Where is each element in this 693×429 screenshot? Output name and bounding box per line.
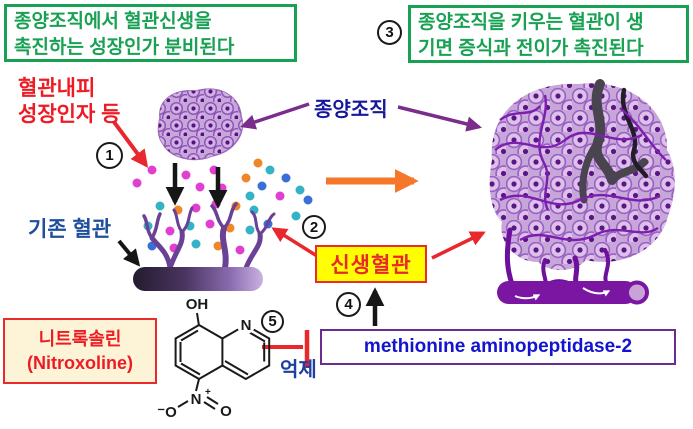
tumor-label-arrow-left — [240, 102, 310, 130]
ring-nitrogen-label: N — [241, 317, 252, 334]
step-3-badge: 3 — [377, 20, 402, 45]
callout-line: 기면 증식과 전이가 촉진된다 — [418, 38, 644, 59]
tumor-label-arrow-right — [397, 105, 482, 132]
oxygen-right-label: O — [220, 403, 232, 420]
step-number: 4 — [344, 296, 353, 313]
existing-vessel-tube — [133, 267, 263, 291]
arrows — [112, 102, 486, 368]
callout-line: 종양조직에서 혈관신생을 — [14, 11, 212, 32]
step-5-badge: 5 — [261, 310, 284, 333]
sprouting-vessels-illustration — [133, 202, 276, 291]
tumor-tissue-label: 종양조직 — [314, 99, 388, 121]
small-tumor-illustration — [157, 88, 244, 161]
callout-line: 종양조직을 키우는 혈관이 생 — [418, 12, 644, 33]
existing-vessel-arrow — [117, 239, 141, 267]
step-1-badge: 1 — [96, 142, 123, 169]
dark-vessel-branch — [579, 79, 648, 204]
callout-tumor-growth: 종양조직을 키우는 혈관이 생 기면 증식과 전이가 촉진된다 — [408, 5, 689, 63]
existing-vessel-label: 기존 혈관 — [28, 218, 112, 241]
tumor-capillaries — [494, 94, 667, 242]
inhibition-label: 억제 — [280, 359, 317, 381]
hydroxyl-label: OH — [186, 296, 209, 313]
step-number: 3 — [385, 24, 394, 41]
step-4-badge: 4 — [336, 292, 361, 317]
new-vessel-box: 신생혈관 — [315, 245, 427, 283]
growth-factor-line1: 혈관내피 — [18, 77, 96, 100]
nitroxoline-english-name: (Nitroxoline) — [27, 353, 133, 373]
nitroxoline-korean-name: 니트록솔린 — [38, 328, 122, 349]
nitro-charge-label: + — [205, 387, 211, 398]
callout-growth-factor-secretion: 종양조직에서 혈관신생을 촉진하는 성장인가 분비된다 — [4, 4, 297, 62]
newvessel-to-tumor-arrow — [431, 231, 486, 260]
nitro-nitrogen-label: N — [191, 391, 202, 408]
callout-line: 촉진하는 성장인가 분비된다 — [14, 37, 235, 58]
host-vessel-tube — [497, 281, 637, 304]
step-number: 2 — [309, 218, 319, 236]
step-number: 5 — [268, 313, 277, 330]
step-2-badge: 2 — [302, 215, 326, 239]
growth-factor-label: 혈관내피 성장인자 등 — [18, 76, 120, 128]
oxygen-left-label: ⁻O — [157, 404, 177, 421]
metap2-box: methionine aminopeptidase-2 — [320, 329, 676, 365]
growth-factor-line2: 성장인자 등 — [18, 103, 121, 126]
step1-arrow — [112, 120, 149, 168]
large-tumor-illustration — [489, 79, 675, 305]
step-number: 1 — [105, 147, 114, 164]
nitroxoline-box: 니트록솔린 (Nitroxoline) — [3, 318, 157, 384]
nitroxoline-structure: OH N N + ⁻O O — [157, 296, 271, 421]
step2-arrow — [271, 227, 318, 258]
